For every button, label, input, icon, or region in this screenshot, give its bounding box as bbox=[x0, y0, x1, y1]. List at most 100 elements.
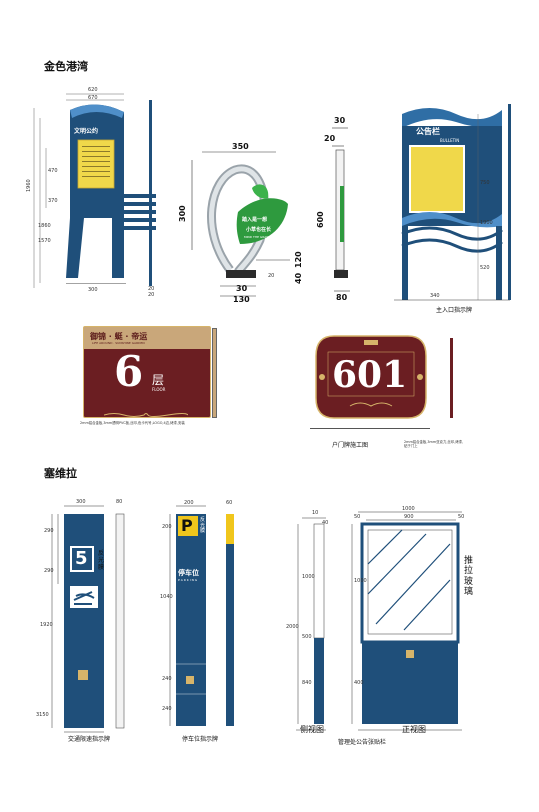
glass-caption-side: 侧视图 bbox=[300, 725, 324, 734]
floor-sign-top: 御锦 · 蜓 · 帝运 bbox=[90, 332, 148, 341]
floor-sign-side bbox=[212, 328, 217, 418]
speed-dim-5: 3150 bbox=[36, 712, 49, 718]
side-dim-t1: 30 bbox=[334, 116, 346, 125]
glass-dim-8: 500 bbox=[302, 634, 312, 640]
speed-sign-svg bbox=[51, 505, 125, 733]
speed-sign-drawing: 5 反光膜 300 80 290 290 1920 3150 交通限速指示牌 bbox=[36, 492, 146, 743]
parking-sign-drawing: P 反光膜 停车位 P A R K I N G 200 60 200 1040 … bbox=[160, 494, 250, 746]
door-sign-dim-line bbox=[310, 428, 430, 429]
glass-dim-2: 1000 bbox=[402, 506, 415, 512]
glass-bulletin-drawing: 推拉玻璃 10 40 1000 900 50 50 1000 2000 500 … bbox=[286, 504, 473, 748]
civil-convention-sign-svg bbox=[33, 93, 156, 288]
civil-dim-5: 370 bbox=[48, 198, 58, 204]
floor-sign-note: 2mm铝合金板,3mm透明PVC板,丝印,色卡代号,LOGO,4边,烤漆,安装 bbox=[80, 421, 185, 425]
speed-dim-2: 290 bbox=[44, 528, 54, 534]
parking-sign-text-en: P A R K I N G bbox=[178, 578, 198, 582]
parking-dim-0: 200 bbox=[184, 500, 194, 506]
parking-sign-text: 停车位 bbox=[178, 569, 199, 577]
floor-sign-number: 6 bbox=[114, 347, 144, 396]
side-dim-h: 600 bbox=[316, 211, 325, 228]
civil-dim-8: 20 bbox=[148, 286, 155, 292]
speed-dim-4: 1920 bbox=[40, 622, 53, 628]
glass-bulletin-svg bbox=[296, 511, 462, 731]
speed-dim-1: 80 bbox=[116, 499, 123, 505]
parking-dim-2: 200 bbox=[162, 524, 172, 530]
glass-dim-3: 900 bbox=[404, 514, 414, 520]
bulletin-sign-drawing: 公告栏 BULLETIN 750 1900 520 340 主入口指示牌 bbox=[390, 100, 520, 315]
leaf-text-1: 踏入是一想 bbox=[242, 217, 268, 223]
bulletin-caption: 主入口指示牌 bbox=[436, 307, 473, 314]
section-title-golden-harbor: 金色港湾 bbox=[44, 60, 88, 73]
bulletin-title: 公告栏 bbox=[416, 127, 440, 136]
parking-sign-svg bbox=[169, 505, 234, 726]
bulletin-dim-2: 520 bbox=[480, 265, 490, 271]
civil-dim-1: 670 bbox=[88, 95, 98, 101]
leaf-dim-h: 300 bbox=[178, 205, 187, 222]
leaf-dim-w: 350 bbox=[232, 142, 249, 151]
civil-dim-7: 300 bbox=[88, 287, 98, 293]
leaf-dim-h2: 120 bbox=[294, 251, 303, 268]
speed-sign-caption: 交通限速指示牌 bbox=[68, 736, 111, 743]
glass-dim-4: 50 bbox=[354, 514, 361, 520]
bulletin-dim-0: 750 bbox=[480, 180, 490, 186]
door-sign: 601 bbox=[314, 334, 428, 420]
door-sign-svg bbox=[315, 335, 427, 419]
side-dim-b: 80 bbox=[336, 293, 348, 302]
parking-sign-caption: 停车位指示牌 bbox=[182, 736, 219, 743]
side-view-sign-drawing: 30 20 600 80 bbox=[316, 116, 362, 306]
bulletin-dim-3: 340 bbox=[430, 293, 440, 299]
floor-sign-unit-en: FLOOR bbox=[152, 387, 166, 392]
glass-dim-1: 40 bbox=[322, 520, 329, 526]
leaf-sign-svg bbox=[191, 151, 290, 297]
glass-dim-11: 400 bbox=[354, 680, 364, 686]
civil-dim-3: 1860 bbox=[38, 223, 51, 229]
leaf-text-2: 小草也在长 bbox=[246, 227, 272, 233]
parking-dim-5: 240 bbox=[162, 706, 172, 712]
parking-dim-1: 60 bbox=[226, 500, 233, 506]
glass-dim-10: 1000 bbox=[354, 578, 367, 584]
door-sign-side bbox=[450, 338, 453, 418]
glass-bulletin-side-text: 推拉玻璃 bbox=[464, 556, 474, 598]
leaf-dim-b1: 30 bbox=[236, 284, 248, 293]
leaf-sign-drawing: 350 300 120 40 30 130 20 踏入是一想 小草也在长 MIN… bbox=[178, 140, 310, 305]
bulletin-subtitle: BULLETIN bbox=[440, 138, 460, 143]
civil-side-view bbox=[149, 100, 152, 286]
leaf-dim-b2: 130 bbox=[233, 295, 250, 304]
civil-dim-0: 620 bbox=[88, 87, 98, 93]
civil-sign-title: 文明公约 bbox=[74, 128, 99, 135]
glass-dim-7: 2000 bbox=[286, 624, 299, 630]
leaf-text-3: MIND THE GRASS bbox=[244, 235, 271, 239]
floor-sign: 御锦 · 蜓 · 帝运 LIFE AROUND · SUNSHINE GARDE… bbox=[83, 326, 211, 418]
civil-dim-6: 1570 bbox=[38, 238, 51, 244]
glass-caption-front: 正视图 bbox=[402, 725, 426, 734]
speed-sign-number: 5 bbox=[75, 548, 88, 569]
glass-dim-6: 1000 bbox=[302, 574, 315, 580]
leaf-dim-s: 20 bbox=[268, 273, 275, 279]
civil-dim-9: 20 bbox=[148, 292, 155, 298]
side-dim-t2: 20 bbox=[324, 134, 336, 143]
floor-sign-top-en: LIFE AROUND · SUNSHINE GARDEN bbox=[92, 341, 145, 345]
parking-dim-3: 1040 bbox=[160, 594, 173, 600]
floor-sign-ornament bbox=[103, 403, 189, 417]
speed-dim-0: 300 bbox=[76, 499, 86, 505]
glass-bulletin-caption: 管理处公告张贴栏 bbox=[338, 739, 387, 746]
bulletin-sign-svg bbox=[394, 108, 510, 301]
door-sign-note: 2mm铝合金板,3mm亚克力,丝印,烤漆,贴于门上 bbox=[404, 440, 464, 449]
side-view-sign-svg bbox=[332, 127, 350, 292]
civil-dim-4: 470 bbox=[48, 168, 58, 174]
door-sign-number: 601 bbox=[332, 354, 408, 396]
floor-sign-unit: 层 bbox=[152, 373, 165, 387]
parking-dim-4: 240 bbox=[162, 676, 172, 682]
civil-dim-2: 1960 bbox=[26, 179, 32, 192]
parking-sign-side-text: 反光膜 bbox=[200, 517, 206, 534]
civil-convention-sign-drawing: 文明公约 620 670 1960 1860 470 370 1570 300 … bbox=[26, 87, 166, 298]
parking-sign-letter: P bbox=[181, 516, 193, 535]
leaf-dim-h3: 40 bbox=[294, 272, 303, 284]
speed-sign-side-text: 反光膜 bbox=[98, 550, 105, 572]
bulletin-dim-1: 1900 bbox=[480, 220, 493, 226]
door-sign-caption: 户门牌施工图 bbox=[332, 442, 369, 449]
bulletin-side-view bbox=[508, 104, 511, 300]
glass-dim-5: 50 bbox=[458, 514, 465, 520]
glass-dim-0: 10 bbox=[312, 510, 319, 516]
speed-dim-3: 290 bbox=[44, 568, 54, 574]
